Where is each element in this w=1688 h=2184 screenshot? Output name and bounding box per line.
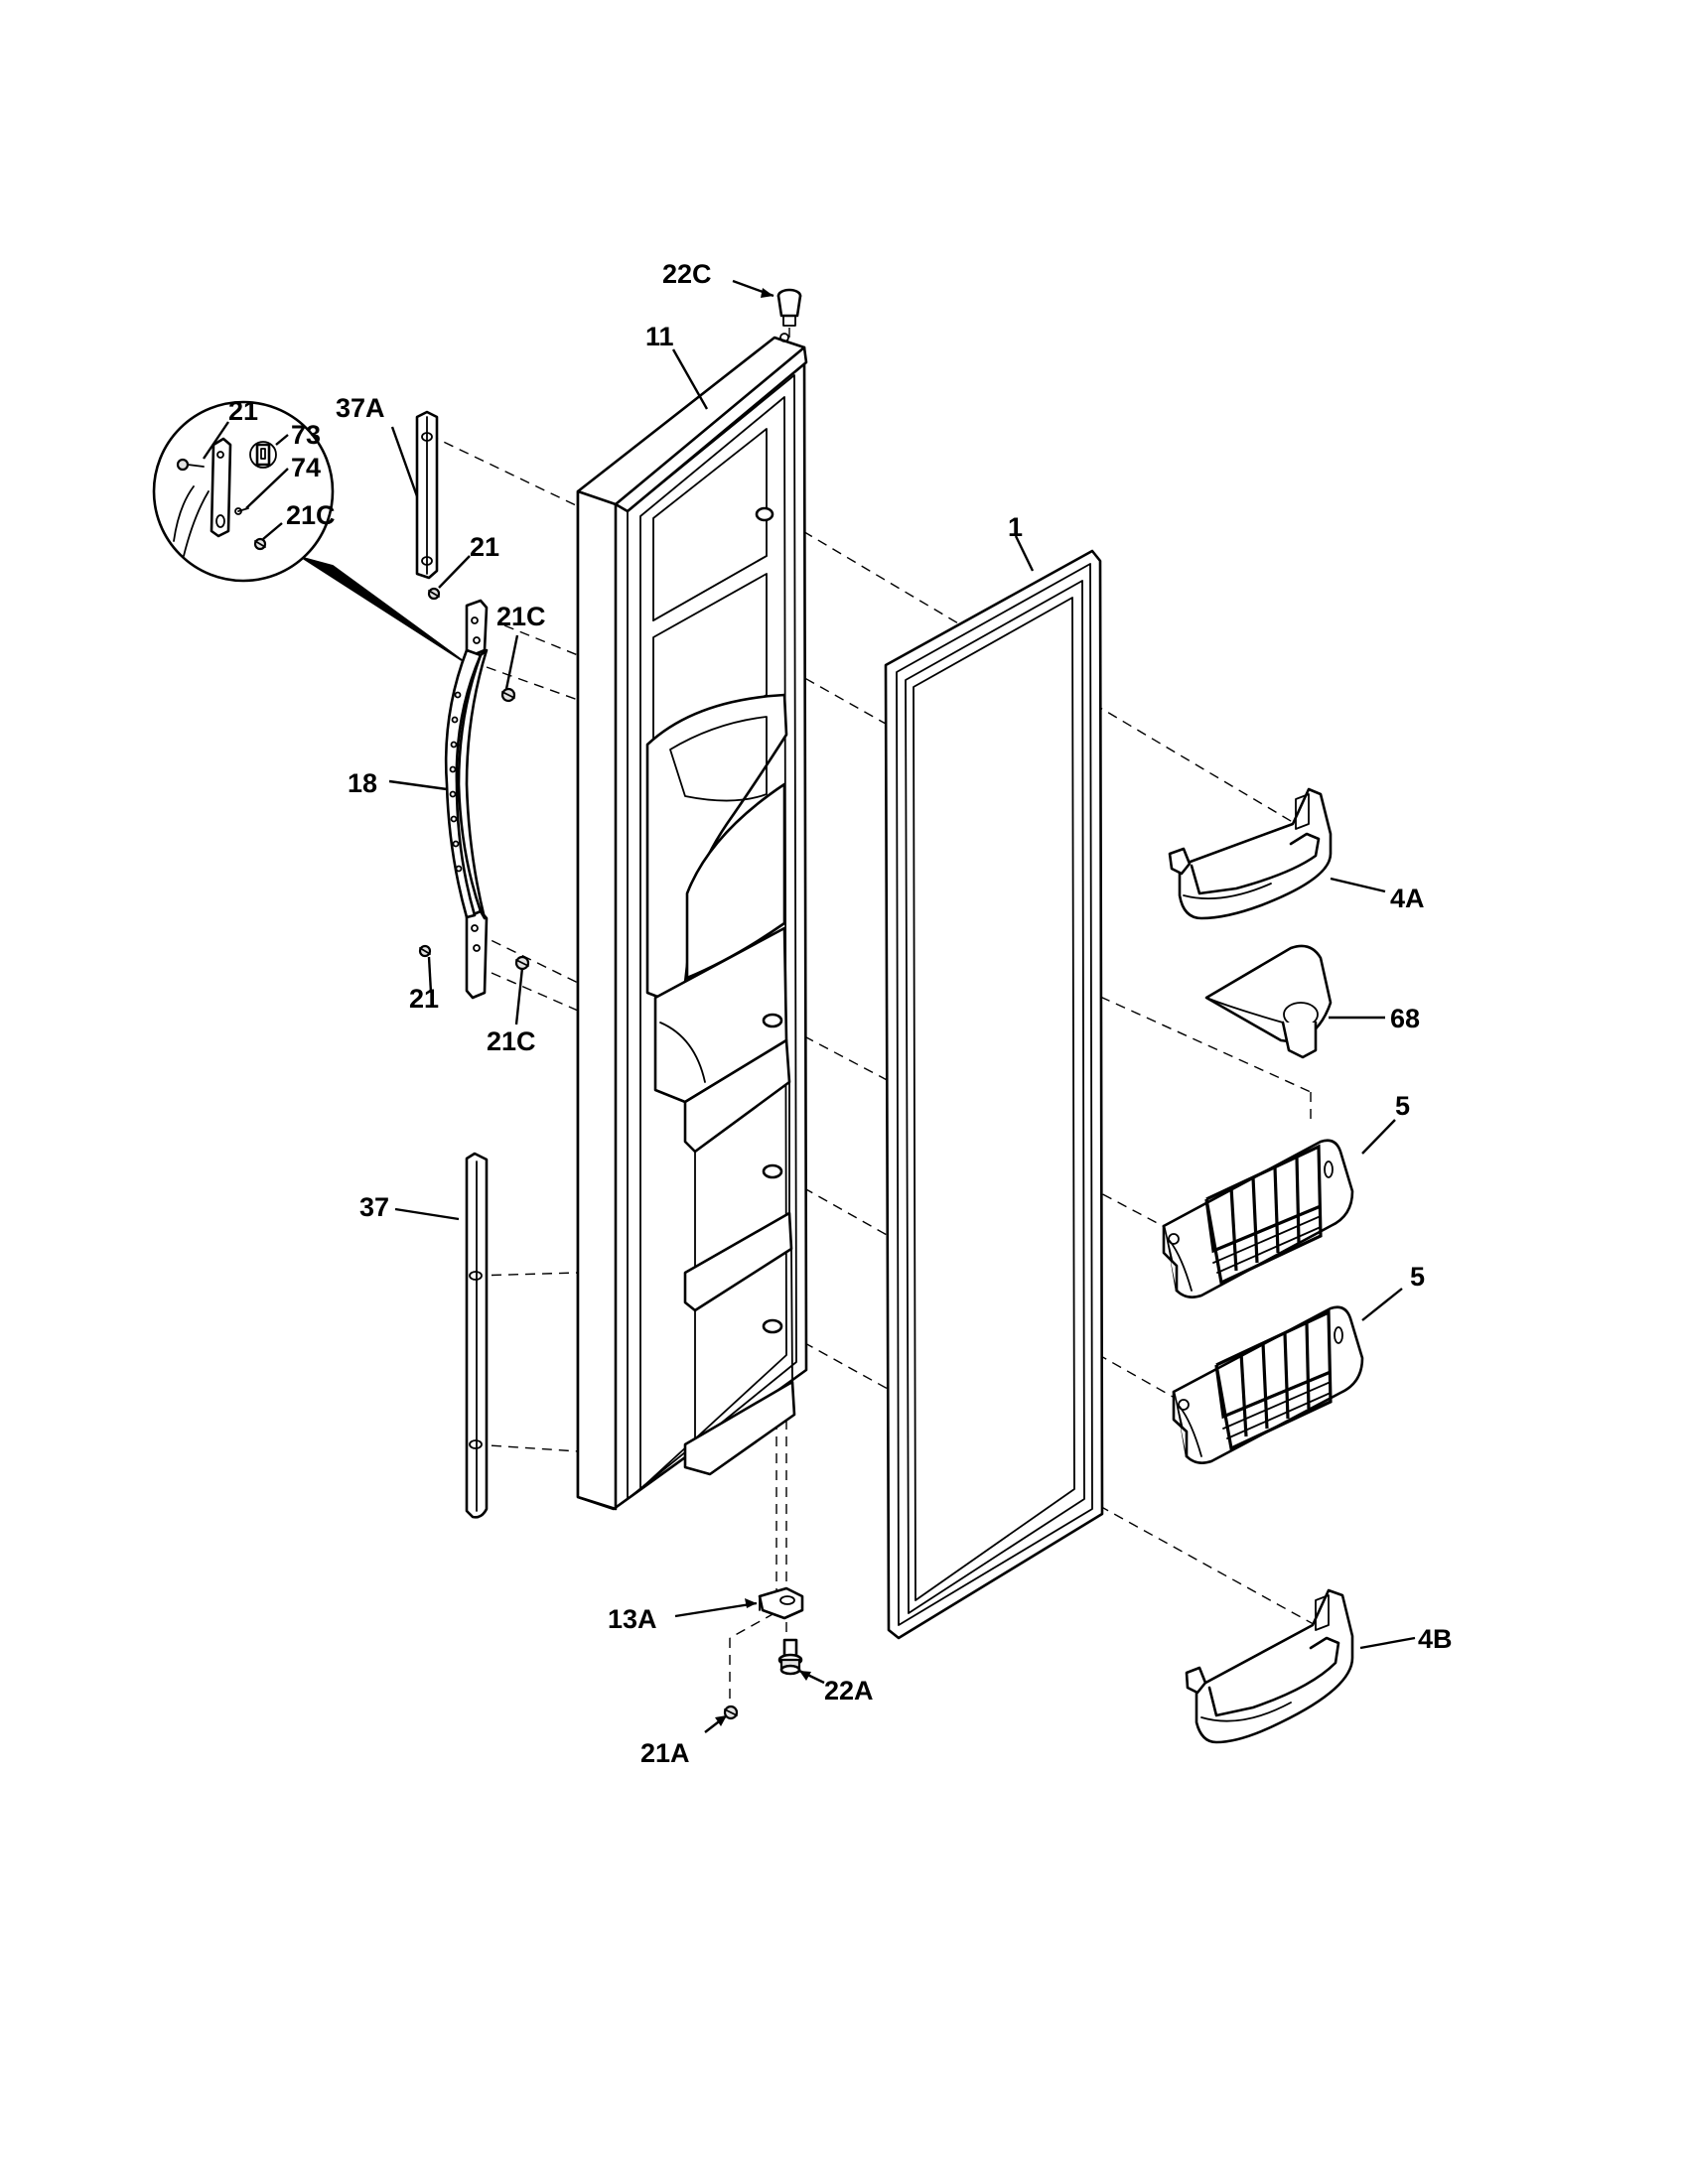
inset-clip-73 (249, 441, 277, 469)
door-handle-part-18 (444, 599, 489, 1000)
door-bin-part-4B (1185, 1588, 1354, 1744)
screw-21-bottom (418, 944, 432, 958)
label-37A: 37A (336, 393, 385, 423)
inset-spacer-74 (234, 507, 249, 515)
dispenser-cup-part-68 (1204, 944, 1333, 1059)
label-21-bottom: 21 (409, 984, 439, 1014)
label-22C: 22C (662, 259, 712, 289)
label-73: 73 (291, 420, 321, 450)
label-5-lower: 5 (1410, 1262, 1425, 1292)
label-21C-top: 21C (496, 602, 546, 631)
label-74: 74 (291, 453, 321, 482)
trim-strip-part-37 (465, 1152, 489, 1519)
label-21A: 21A (640, 1738, 690, 1768)
hinge-pin-part-22C (776, 288, 802, 327)
label-11: 11 (645, 322, 674, 351)
door-gasket-part-1 (884, 549, 1104, 1640)
leader-lines (203, 279, 1416, 1733)
label-13A: 13A (608, 1604, 657, 1634)
door-bin-part-4A (1168, 787, 1333, 920)
door-liner-part-11 (576, 333, 808, 1511)
label-37: 37 (359, 1192, 389, 1222)
alignment-lines (428, 328, 1322, 1703)
label-18: 18 (348, 768, 377, 798)
label-22A: 22A (824, 1676, 874, 1706)
screw-21C-bottom (514, 955, 530, 971)
screws (418, 587, 739, 1720)
inset-screw-21 (176, 458, 205, 472)
wire-basket-part-5-upper (1162, 1139, 1354, 1298)
hinge-bracket-part-13A (758, 1586, 804, 1620)
label-5-upper: 5 (1395, 1091, 1410, 1121)
hinge-pin-part-22A (777, 1638, 803, 1676)
label-21C-bottom: 21C (487, 1026, 536, 1056)
label-4A: 4A (1390, 884, 1425, 913)
part-labels: 22C 11 37A 21 73 74 21C 21 21C 1 18 4A 2… (228, 259, 1453, 1768)
trim-strip-part-37A (415, 410, 439, 580)
label-1: 1 (1008, 512, 1023, 542)
label-4B: 4B (1418, 1624, 1453, 1654)
label-21-top: 21 (470, 532, 499, 562)
label-68: 68 (1390, 1004, 1420, 1033)
wire-basket-part-5-lower (1172, 1305, 1364, 1464)
screw-21C-top (500, 687, 516, 703)
label-21-inset: 21 (228, 396, 258, 426)
label-21C-inset: 21C (286, 500, 336, 530)
screw-21A (723, 1705, 739, 1720)
detail-inset (152, 400, 463, 661)
screw-21-top (427, 587, 441, 601)
inset-screw-21C (253, 537, 267, 551)
